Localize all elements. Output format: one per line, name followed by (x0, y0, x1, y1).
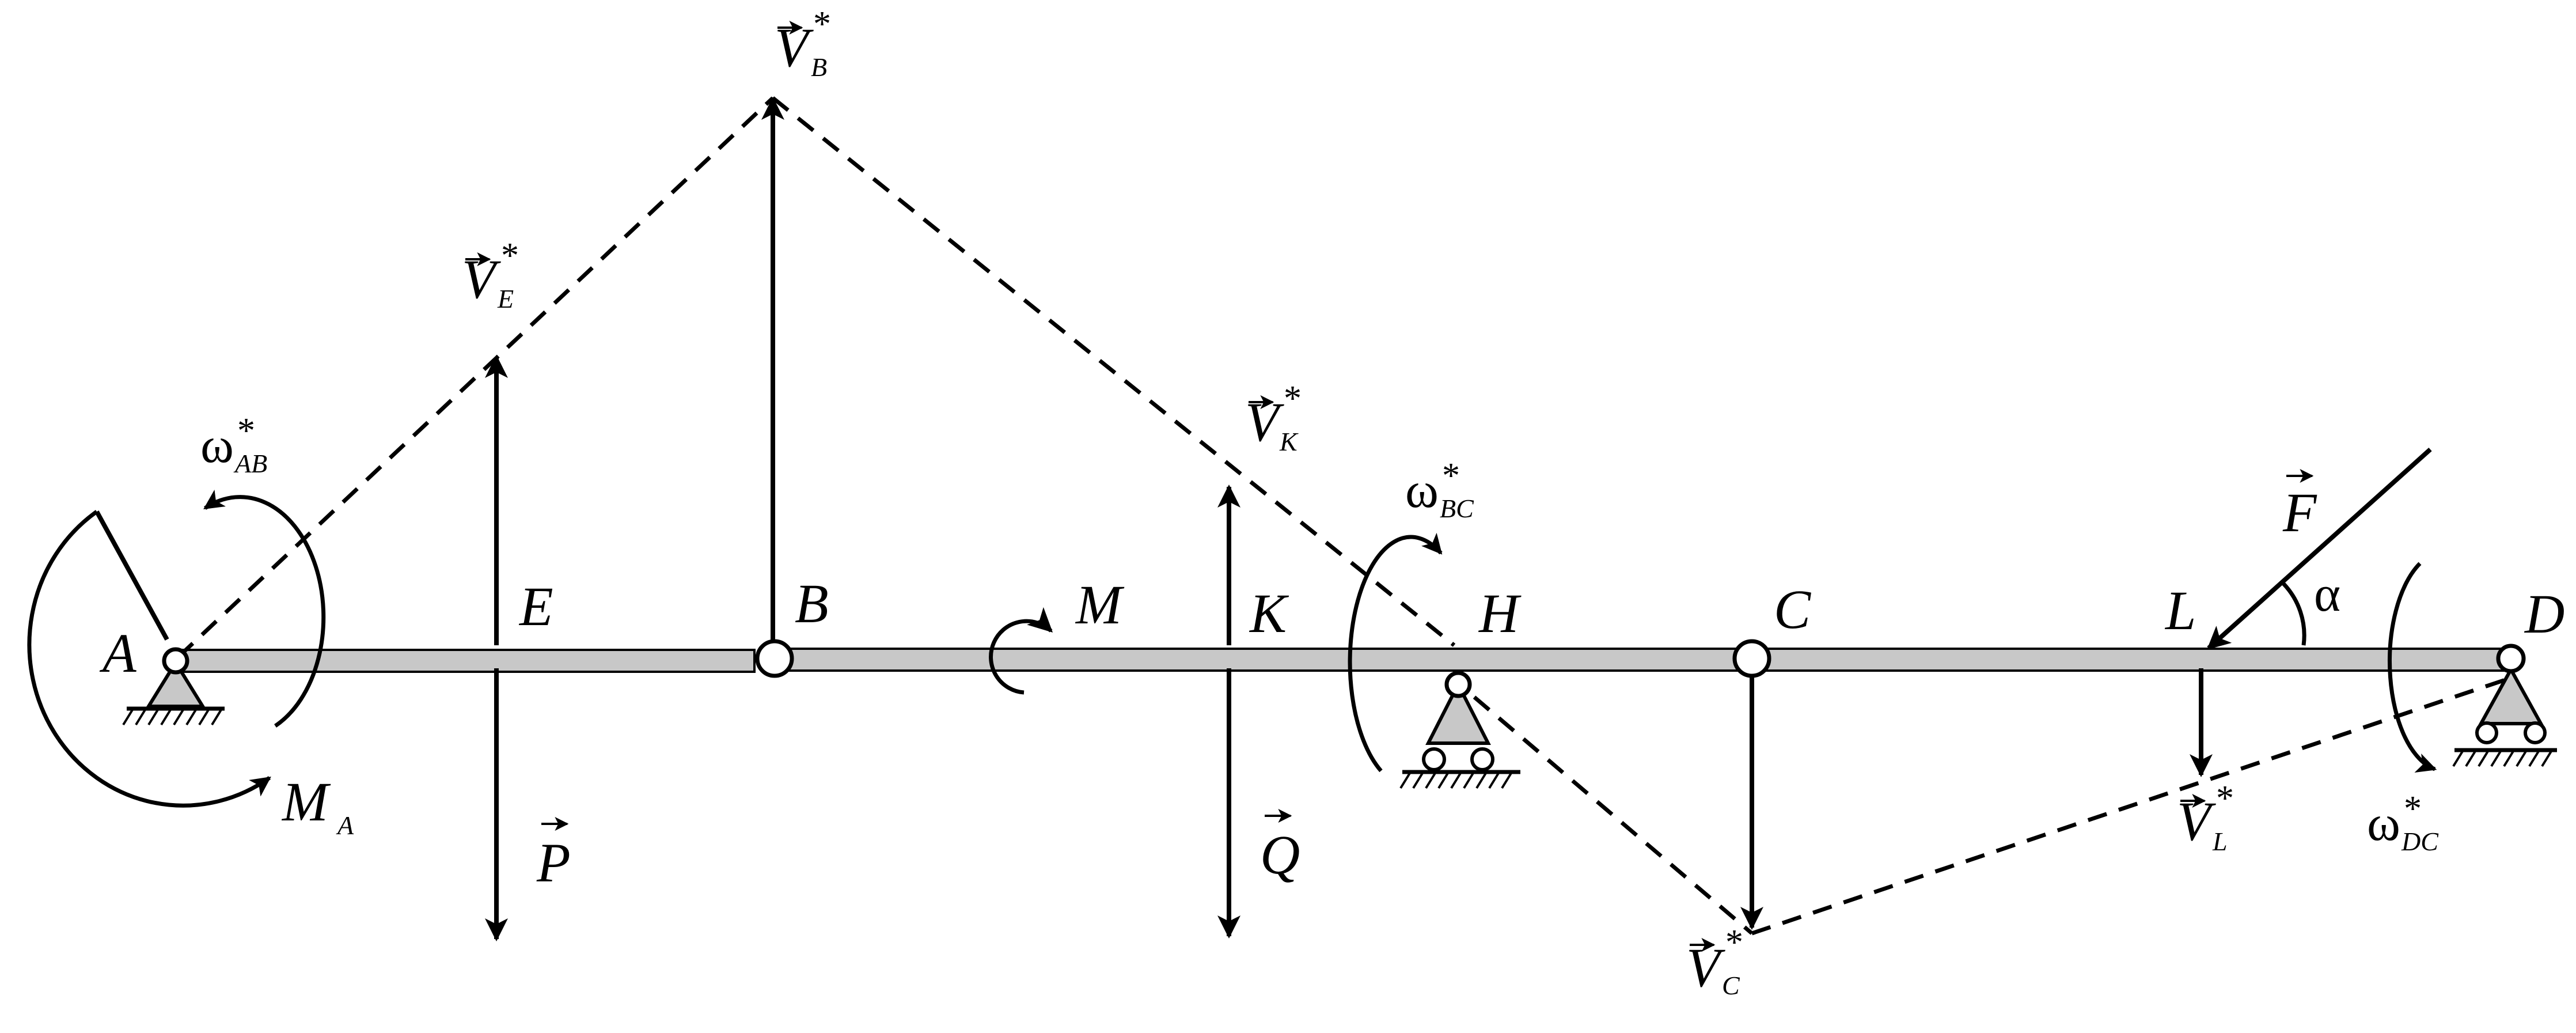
hinge-B (755, 639, 794, 678)
svg-text:L: L (2212, 827, 2228, 856)
hinge-C (1732, 639, 1771, 678)
support-H (1399, 680, 1520, 789)
moment-M-arc (989, 607, 1053, 695)
label-VK: V * K (1245, 379, 1302, 456)
label-point-E: E (518, 576, 553, 637)
dash-VB-to-H (771, 96, 1456, 647)
label-VB: V * B (775, 5, 831, 82)
label-point-H: H (1478, 582, 1522, 644)
svg-text:AB: AB (233, 449, 267, 478)
beam-CD (1750, 648, 2513, 672)
svg-text:BC: BC (1440, 494, 1474, 523)
svg-text:*: * (1725, 923, 1743, 962)
svg-text:P: P (536, 832, 571, 894)
angle-alpha-arc (2281, 581, 2306, 646)
label-F: F (2282, 469, 2317, 543)
label-omega-DC: ω * DC (2367, 789, 2439, 856)
label-point-K: K (1249, 582, 1289, 644)
svg-text:K: K (1279, 427, 1299, 456)
svg-text:V: V (1245, 391, 1284, 453)
svg-text:V: V (1686, 937, 1725, 998)
svg-text:ω: ω (1405, 463, 1439, 519)
label-point-A: A (99, 622, 136, 684)
label-P: P (536, 817, 571, 894)
label-omega-BC: ω * BC (1405, 456, 1474, 523)
svg-text:*: * (1442, 456, 1460, 495)
label-point-L: L (2164, 580, 2196, 641)
svg-text:*: * (2404, 789, 2422, 828)
label-point-B: B (795, 573, 829, 634)
svg-text:*: * (1284, 379, 1302, 418)
svg-text:Q: Q (1260, 824, 1300, 886)
moment-MA-arc (27, 510, 271, 808)
label-point-D: D (2524, 583, 2564, 645)
label-Q: Q (1260, 809, 1300, 886)
moment-MA-radius (94, 510, 169, 641)
hinge-A (162, 647, 189, 675)
svg-text:V: V (462, 248, 501, 310)
label-moment-MA: M A (281, 771, 354, 840)
force-F (2207, 448, 2432, 650)
dash-A-to-VB (177, 96, 775, 659)
svg-text:B: B (811, 52, 827, 82)
omega-AB-arc (203, 489, 326, 728)
svg-text:ω: ω (200, 418, 234, 474)
svg-text:ω: ω (2367, 796, 2400, 852)
beam-BC (773, 648, 1755, 672)
label-VC: V * C (1686, 923, 1743, 1000)
svg-text:*: * (237, 411, 255, 451)
ground-hatch-A (122, 709, 222, 726)
label-omega-AB: ω * AB (200, 411, 267, 478)
support-A (122, 659, 225, 726)
dash-H-to-VC (1473, 695, 1754, 935)
svg-text:V: V (2177, 790, 2216, 852)
svg-text:A: A (336, 811, 354, 840)
label-VE: V * E (462, 236, 519, 313)
label-moment-M: M (1075, 574, 1125, 635)
label-angle-alpha: α (2314, 566, 2340, 622)
svg-text:F: F (2282, 482, 2317, 543)
support-D (2452, 665, 2557, 767)
svg-text:C: C (1722, 971, 1740, 1000)
omega-DC-arc (2388, 562, 2437, 773)
svg-text:DC: DC (2401, 827, 2439, 856)
hinge-H (1444, 671, 1472, 698)
svg-text:*: * (2216, 779, 2234, 818)
svg-text:*: * (813, 5, 831, 44)
svg-text:M: M (281, 771, 331, 833)
dash-VC-to-D (1751, 678, 2506, 936)
ground-hatch-H (1399, 772, 1512, 789)
beam-AB (174, 649, 756, 673)
hinge-D (2496, 644, 2526, 673)
svg-text:V: V (775, 17, 814, 78)
svg-text:E: E (497, 284, 514, 313)
label-VL: V * L (2177, 779, 2234, 856)
label-point-C: C (1774, 578, 1811, 640)
omega-BC-arc (1348, 532, 1443, 773)
svg-text:*: * (501, 236, 519, 275)
ground-hatch-D (2452, 750, 2552, 767)
